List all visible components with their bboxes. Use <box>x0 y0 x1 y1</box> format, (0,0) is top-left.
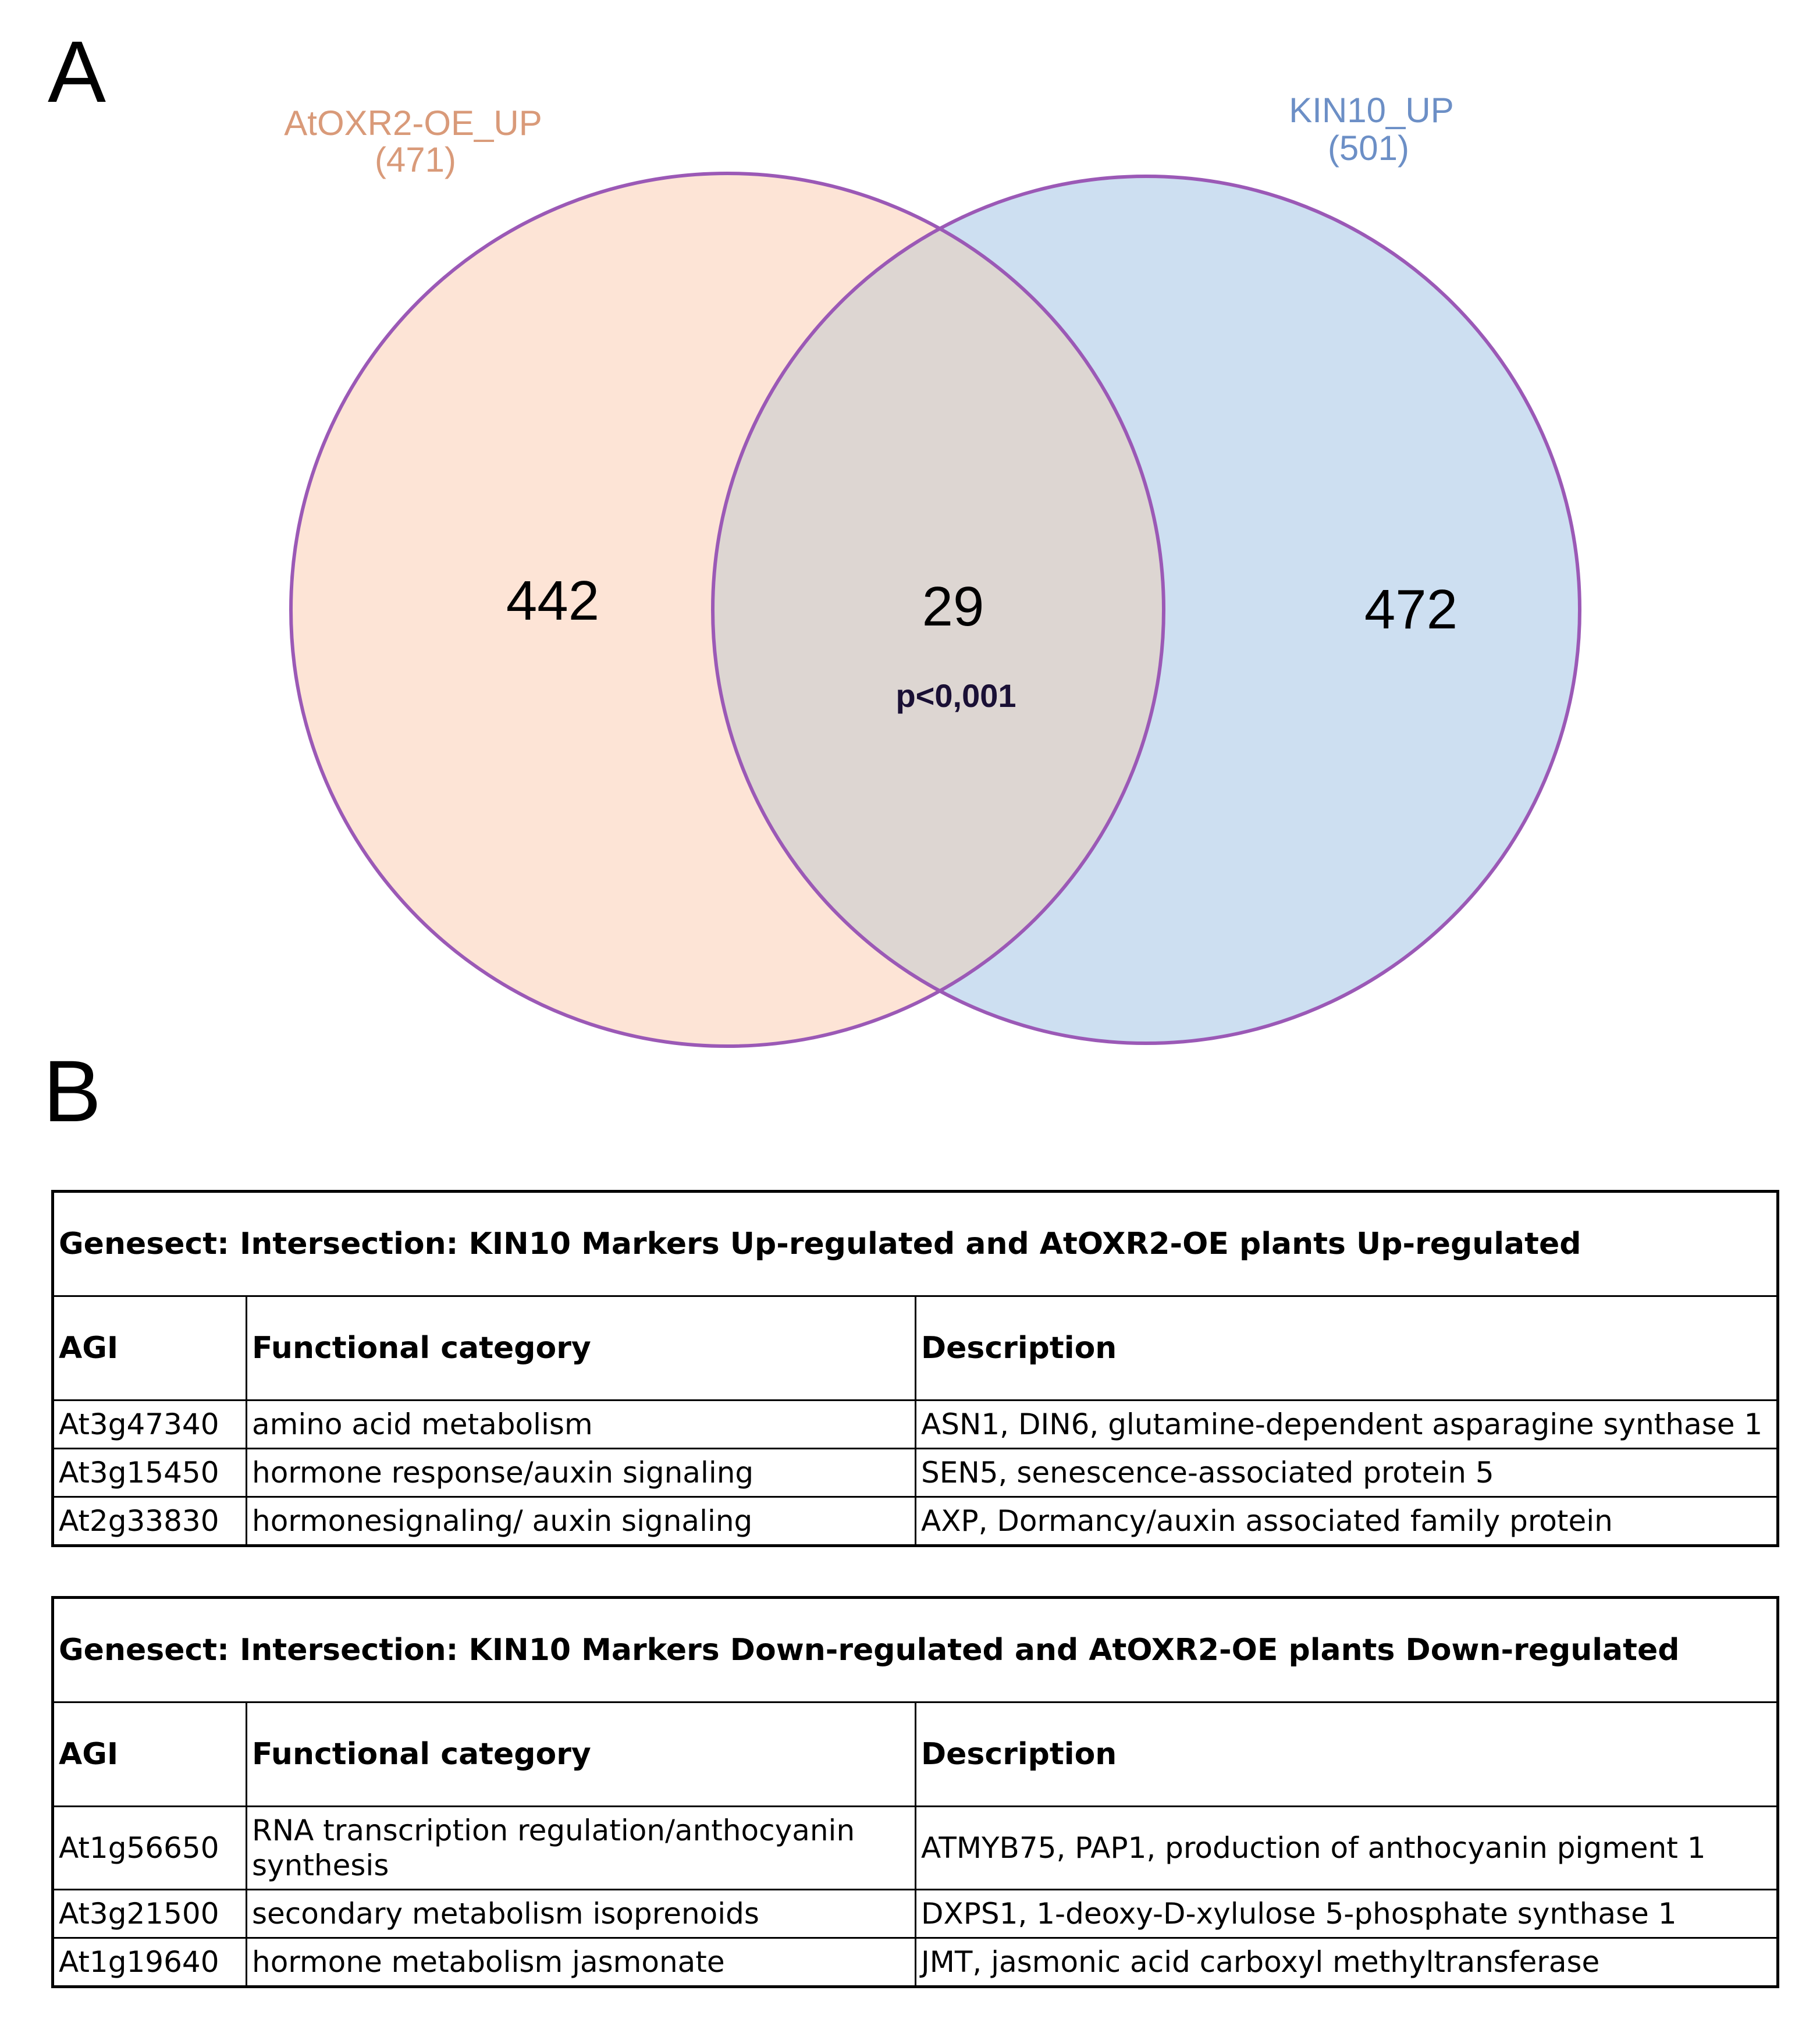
table-title-row: Genesect: Intersection: KIN10 Markers Up… <box>52 1190 1779 1297</box>
table-row: At2g33830 hormonesignaling/ auxin signal… <box>52 1496 1779 1547</box>
table-header-row: AGI Functional category Description <box>52 1295 1779 1401</box>
cell-functional-category: hormonesignaling/ auxin signaling <box>246 1496 916 1547</box>
venn-outline-left <box>289 172 1165 1048</box>
table-title: Genesect: Intersection: KIN10 Markers Do… <box>52 1597 1779 1703</box>
cell-description: JMT, jasmonic acid carboxyl methyltransf… <box>915 1937 1779 1988</box>
table-title-row: Genesect: Intersection: KIN10 Markers Do… <box>52 1597 1779 1703</box>
cell-agi: At3g47340 <box>52 1399 247 1449</box>
set-left-total: (471) <box>375 140 456 179</box>
cell-description: DXPS1, 1-deoxy-D-xylulose 5-phosphate sy… <box>915 1889 1779 1939</box>
set-right-total: (501) <box>1328 129 1409 168</box>
column-header-description: Description <box>915 1701 1779 1807</box>
venn-outline-right <box>711 175 1581 1045</box>
cell-description: AXP, Dormancy/auxin associated family pr… <box>915 1496 1779 1547</box>
cell-agi: At3g21500 <box>52 1889 247 1939</box>
column-header-description: Description <box>915 1295 1779 1401</box>
panel-label-a: A <box>48 23 106 120</box>
table-row: At3g21500 secondary metabolism isoprenoi… <box>52 1889 1779 1939</box>
panel-label-b: B <box>43 1042 102 1140</box>
intersection-count: 29 <box>922 575 984 638</box>
table-row: At3g47340 amino acid metabolism ASN1, DI… <box>52 1399 1779 1449</box>
cell-functional-category: RNA transcription regulation/anthocyanin… <box>246 1805 916 1890</box>
intersection-pvalue: p<0,001 <box>895 677 1016 714</box>
venn-intersection-region <box>713 176 1164 1043</box>
table-row: At1g56650 RNA transcription regulation/a… <box>52 1805 1779 1890</box>
cell-functional-category: hormone metabolism jasmonate <box>246 1937 916 1988</box>
column-header-functional-category: Functional category <box>246 1701 916 1807</box>
column-header-functional-category: Functional category <box>246 1295 916 1401</box>
table-row: At1g19640 hormone metabolism jasmonate J… <box>52 1937 1779 1988</box>
column-header-agi: AGI <box>52 1701 247 1807</box>
set-right-unique-count: 472 <box>1364 578 1458 641</box>
table-header-row: AGI Functional category Description <box>52 1701 1779 1807</box>
upregulated-intersection-table: Genesect: Intersection: KIN10 Markers Up… <box>51 1190 1779 1547</box>
venn-diagram: AtOXR2-OE_UP (471) KIN10_UP (501) 442 29… <box>284 91 1581 1048</box>
cell-agi: At1g56650 <box>52 1805 247 1890</box>
column-header-agi: AGI <box>52 1295 247 1401</box>
cell-description: ASN1, DIN6, glutamine-dependent asparagi… <box>915 1399 1779 1449</box>
cell-description: ATMYB75, PAP1, production of anthocyanin… <box>915 1805 1779 1890</box>
cell-description: SEN5, senescence-associated protein 5 <box>915 1448 1779 1498</box>
set-right-name: KIN10_UP <box>1289 91 1453 130</box>
cell-agi: At3g15450 <box>52 1448 247 1498</box>
cell-agi: At2g33830 <box>52 1496 247 1547</box>
table-row: At3g15450 hormone response/auxin signali… <box>52 1448 1779 1498</box>
cell-agi: At1g19640 <box>52 1937 247 1988</box>
set-left-name: AtOXR2-OE_UP <box>284 104 542 143</box>
cell-functional-category: secondary metabolism isoprenoids <box>246 1889 916 1939</box>
cell-functional-category: hormone response/auxin signaling <box>246 1448 916 1498</box>
downregulated-intersection-table: Genesect: Intersection: KIN10 Markers Do… <box>51 1596 1779 1988</box>
table-title: Genesect: Intersection: KIN10 Markers Up… <box>52 1190 1779 1297</box>
set-left-unique-count: 442 <box>506 570 599 632</box>
cell-functional-category: amino acid metabolism <box>246 1399 916 1449</box>
